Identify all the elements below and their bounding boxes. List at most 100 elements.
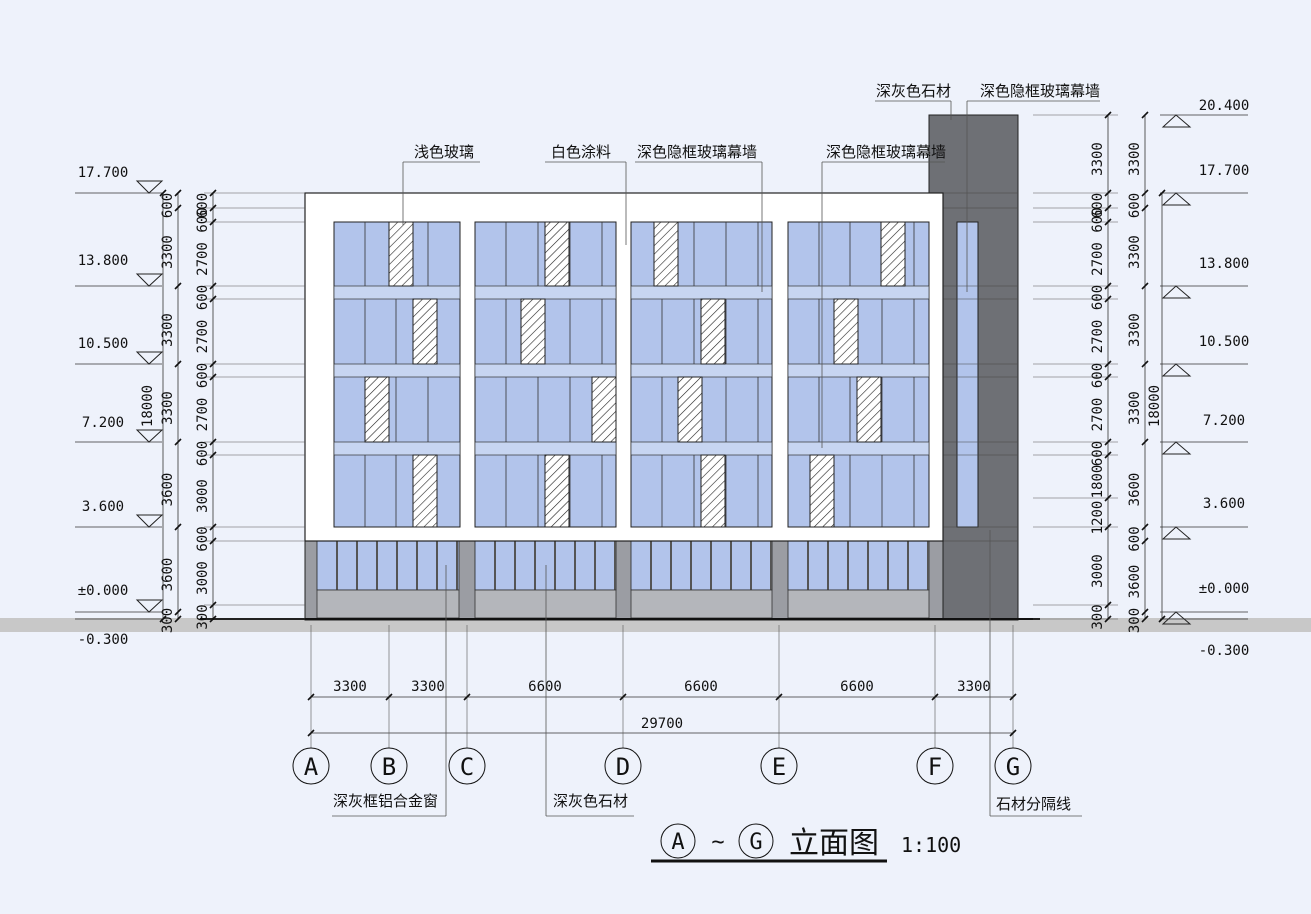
elevation-triangle bbox=[1161, 285, 1192, 299]
grid-axis-label: B bbox=[382, 753, 396, 781]
grid-axis-label: A bbox=[304, 753, 319, 781]
dim-right-outer: 3300 bbox=[1127, 391, 1143, 425]
light-glass-panel bbox=[653, 221, 679, 287]
elevation-right: -0.300 bbox=[1199, 643, 1250, 659]
dim-left-inner: 3000 bbox=[195, 479, 211, 513]
callout-dark-stone-bottom: 深灰色石材 bbox=[545, 565, 634, 817]
dim-tick bbox=[1141, 111, 1149, 119]
dim-right-inner: 600 bbox=[1090, 363, 1106, 388]
elevation-triangle bbox=[135, 514, 164, 528]
elevation-triangle bbox=[135, 180, 164, 194]
dim-left-outer: 3300 bbox=[160, 235, 176, 269]
title-label: 立面图 bbox=[789, 826, 879, 861]
grid-bubble bbox=[604, 747, 642, 785]
light-glass-panel bbox=[591, 376, 617, 443]
dim-horizontal: 3300 bbox=[333, 679, 367, 695]
dim-right-outer: 3300 bbox=[1127, 313, 1143, 347]
spandrel-band bbox=[474, 363, 617, 378]
dim-tick bbox=[209, 537, 217, 545]
dim-left-inner: 600 bbox=[195, 526, 211, 551]
callout-curtain-wall-2-text: 深色隐框玻璃幕墙 bbox=[826, 143, 946, 161]
dim-tick bbox=[209, 373, 217, 381]
dim-left-inner: 2700 bbox=[195, 320, 211, 354]
callout-curtain-wall-2: 深色隐框玻璃幕墙 bbox=[821, 143, 946, 448]
callout-dark-stone-top: 深灰色石材 bbox=[875, 82, 952, 120]
dim-tick bbox=[1104, 373, 1112, 381]
elevation-left: 13.800 bbox=[78, 253, 129, 269]
dim-left-total: 18000 bbox=[140, 385, 156, 427]
dim-tick bbox=[1141, 189, 1149, 197]
dim-left-inner: 600 bbox=[195, 207, 211, 232]
dim-tick bbox=[159, 615, 167, 623]
dim-left-inner: 300 bbox=[195, 604, 211, 629]
spandrel-band bbox=[333, 441, 461, 456]
dim-tick bbox=[174, 189, 182, 197]
elevation-triangle bbox=[135, 351, 164, 365]
dim-tick bbox=[1141, 608, 1149, 616]
dim-tick bbox=[174, 523, 182, 531]
dim-tick bbox=[174, 438, 182, 446]
dim-tick bbox=[174, 204, 182, 212]
dim-tick bbox=[931, 693, 939, 701]
upper-curtain-wall bbox=[333, 221, 930, 528]
callout-white-paint: 白色涂料 bbox=[545, 143, 627, 245]
dim-tick bbox=[209, 360, 217, 368]
dim-right-outer: 3300 bbox=[1127, 142, 1143, 176]
stone-panel bbox=[630, 589, 773, 619]
grid-axis-label: C bbox=[460, 753, 474, 781]
dim-tick bbox=[209, 523, 217, 531]
callout-dark-stone-top-text: 深灰色石材 bbox=[876, 82, 951, 100]
dim-tick bbox=[1104, 601, 1112, 609]
dim-tick bbox=[385, 693, 393, 701]
grid-bubble bbox=[916, 747, 954, 785]
dim-right-inner: 600 bbox=[1090, 207, 1106, 232]
dim-right-outer: 300 bbox=[1127, 608, 1143, 633]
callout-window-frame-text: 深灰框铝合金窗 bbox=[333, 792, 438, 810]
dim-right-outer: 3600 bbox=[1127, 473, 1143, 507]
dim-right-inner: 600 bbox=[1090, 285, 1106, 310]
dim-left-outer: 3600 bbox=[160, 473, 176, 507]
dim-left-inner: 3000 bbox=[195, 561, 211, 595]
grid-bubble bbox=[994, 747, 1032, 785]
dim-tick bbox=[209, 189, 217, 197]
dim-tick bbox=[619, 693, 627, 701]
dim-tick bbox=[209, 295, 217, 303]
stone-panel bbox=[316, 589, 460, 619]
light-glass-panel bbox=[880, 221, 906, 287]
title-grid-from: A bbox=[671, 830, 684, 855]
light-glass-panel bbox=[677, 376, 703, 443]
grid-bubble bbox=[292, 747, 330, 785]
dim-tick bbox=[1009, 729, 1017, 737]
title-tilde: ~ bbox=[711, 830, 724, 855]
dim-horizontal: 6600 bbox=[684, 679, 718, 695]
callout-dark-stone-bottom-text: 深灰色石材 bbox=[553, 792, 628, 810]
elevation-left: ±0.000 bbox=[78, 583, 129, 599]
elevation-right: 7.200 bbox=[1203, 413, 1245, 429]
light-glass-panel bbox=[412, 298, 438, 365]
spandrel-band bbox=[630, 363, 773, 378]
grid-axis-label: D bbox=[616, 753, 630, 781]
elevation-right: 10.500 bbox=[1199, 334, 1250, 350]
dim-horizontal: 3300 bbox=[957, 679, 991, 695]
callout-light-glass: 浅色玻璃 bbox=[402, 143, 480, 225]
dim-tick bbox=[174, 282, 182, 290]
dim-left-outer: 3600 bbox=[160, 558, 176, 592]
callout-curtain-wall-1: 深色隐框玻璃幕墙 bbox=[635, 143, 763, 292]
dim-tick bbox=[1104, 111, 1112, 119]
elevation-triangle bbox=[135, 599, 164, 613]
elevation-right: 13.800 bbox=[1199, 256, 1250, 272]
title-grid-to: G bbox=[749, 830, 762, 855]
callout-curtain-wall-tower: 深色隐框玻璃幕墙 bbox=[966, 82, 1100, 292]
dim-right-inner: 2700 bbox=[1090, 242, 1106, 276]
dim-tick bbox=[174, 615, 182, 623]
dim-right-inner: 1800 bbox=[1090, 465, 1106, 499]
dim-tick bbox=[1009, 693, 1017, 701]
elevation-left: 10.500 bbox=[78, 336, 129, 352]
dim-tick bbox=[159, 189, 167, 197]
callout-curtain-wall-tower-text: 深色隐框玻璃幕墙 bbox=[980, 82, 1100, 100]
light-glass-panel bbox=[544, 221, 570, 287]
dim-horizontal: 3300 bbox=[411, 679, 445, 695]
dim-right-inner: 600 bbox=[1090, 441, 1106, 466]
dim-horizontal: 6600 bbox=[528, 679, 562, 695]
